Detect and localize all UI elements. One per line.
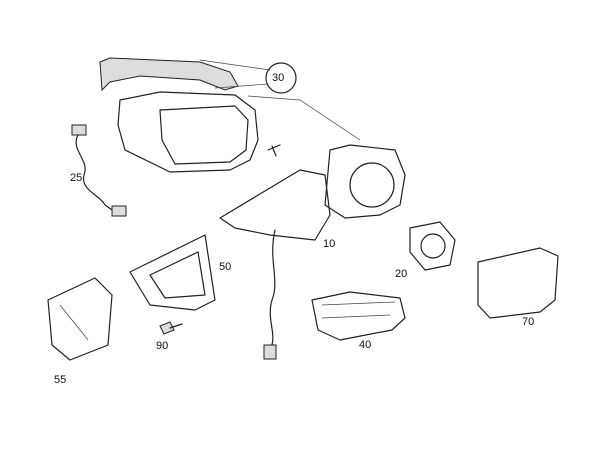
part-55-drawing[interactable] xyxy=(47,277,113,361)
part-label-25[interactable]: 25 xyxy=(70,172,83,184)
part-10-drawing[interactable] xyxy=(219,144,406,360)
part-label-10[interactable]: 10 xyxy=(323,238,336,250)
part-label-50[interactable]: 50 xyxy=(219,261,232,273)
part-70-drawing[interactable] xyxy=(477,247,559,319)
part-30-drawing[interactable] xyxy=(99,57,361,173)
part-label-70[interactable]: 70 xyxy=(522,316,535,328)
part-50-drawing[interactable] xyxy=(129,234,216,311)
part-90-drawing[interactable] xyxy=(159,321,183,335)
part-label-55[interactable]: 55 xyxy=(54,374,67,386)
part-label-30[interactable]: 30 xyxy=(272,72,285,84)
part-25-drawing[interactable] xyxy=(71,124,127,217)
part-label-40[interactable]: 40 xyxy=(359,339,372,351)
part-label-90[interactable]: 90 xyxy=(156,340,169,352)
part-20-drawing[interactable] xyxy=(409,221,456,271)
part-label-20[interactable]: 20 xyxy=(395,268,408,280)
part-40-drawing[interactable] xyxy=(311,291,406,341)
